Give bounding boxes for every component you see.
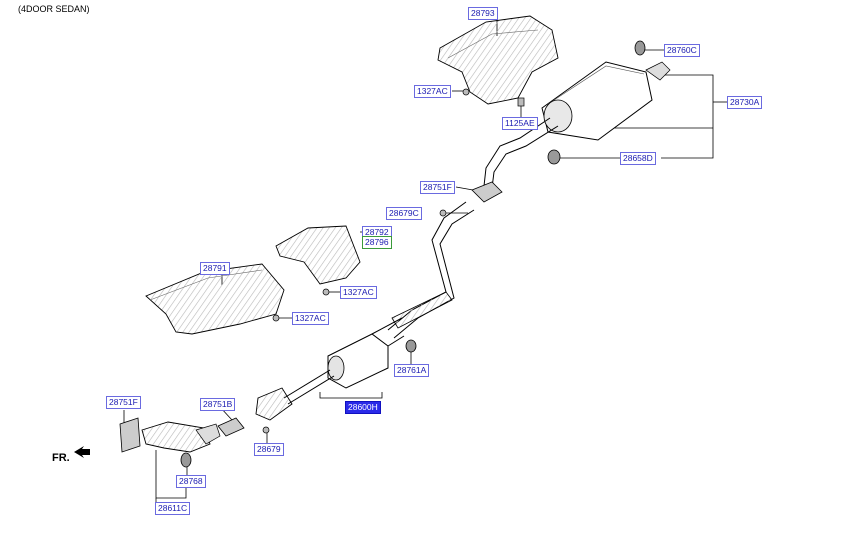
- gasket-28751F-upper: [471, 181, 503, 203]
- front-pipe: [283, 369, 335, 405]
- part-label-28751F-upper[interactable]: 28751F: [420, 181, 455, 194]
- nut-28679: [262, 426, 270, 434]
- catalytic-converter: [255, 387, 293, 421]
- diagram-caption: (4DOOR SEDAN): [18, 4, 90, 14]
- rubber-hanger-28760C: [634, 40, 646, 56]
- part-label-28751F-lower[interactable]: 28751F: [106, 396, 141, 409]
- part-label-1327AC-upper[interactable]: 1327AC: [414, 85, 451, 98]
- bolt-1125AE: [517, 97, 525, 107]
- part-label-1327AC-lower[interactable]: 1327AC: [292, 312, 329, 325]
- gasket-28751B: [217, 417, 245, 437]
- front-arrow-icon: [74, 446, 90, 458]
- part-label-28600H[interactable]: 28600H: [345, 401, 381, 414]
- part-label-28793[interactable]: 28793: [468, 7, 498, 20]
- part-label-28730A[interactable]: 28730A: [727, 96, 763, 109]
- front-direction-label: FR.: [52, 452, 70, 464]
- part-label-1125AE[interactable]: 1125AE: [502, 117, 538, 130]
- part-label-28768[interactable]: 28768: [176, 475, 206, 488]
- part-label-28761A[interactable]: 28761A: [394, 364, 430, 377]
- heat-protector-upper: [437, 15, 559, 105]
- center-muffler: [327, 317, 405, 389]
- heat-protector-lower: [145, 263, 285, 335]
- part-label-1327AC-middle[interactable]: 1327AC: [340, 286, 377, 299]
- part-label-28791[interactable]: 28791: [200, 262, 230, 275]
- rubber-hanger-28768: [180, 452, 192, 468]
- part-label-28679[interactable]: 28679: [254, 443, 284, 456]
- part-label-28658D[interactable]: 28658D: [620, 152, 656, 165]
- part-label-28760C[interactable]: 28760C: [664, 44, 700, 57]
- part-label-28796[interactable]: 28796: [362, 236, 392, 249]
- rear-muffler: [541, 61, 671, 141]
- flex-section: [391, 291, 453, 329]
- part-label-28679C[interactable]: 28679C: [386, 207, 422, 220]
- part-label-28751B[interactable]: 28751B: [200, 398, 236, 411]
- nut-1327AC-middle: [322, 288, 330, 296]
- rubber-hanger-28761A: [405, 339, 417, 353]
- part-label-28611C[interactable]: 28611C: [155, 502, 191, 515]
- nut-1327AC-lower: [272, 314, 280, 322]
- front-muffler-assembly: [141, 421, 221, 453]
- rear-pipe: [483, 117, 559, 189]
- heat-protector-middle: [275, 225, 361, 285]
- rubber-hanger-28658D: [547, 149, 561, 165]
- nut-1327AC-upper: [462, 88, 470, 96]
- gasket-28751F-lower: [119, 417, 141, 453]
- nut-28679C: [439, 209, 447, 217]
